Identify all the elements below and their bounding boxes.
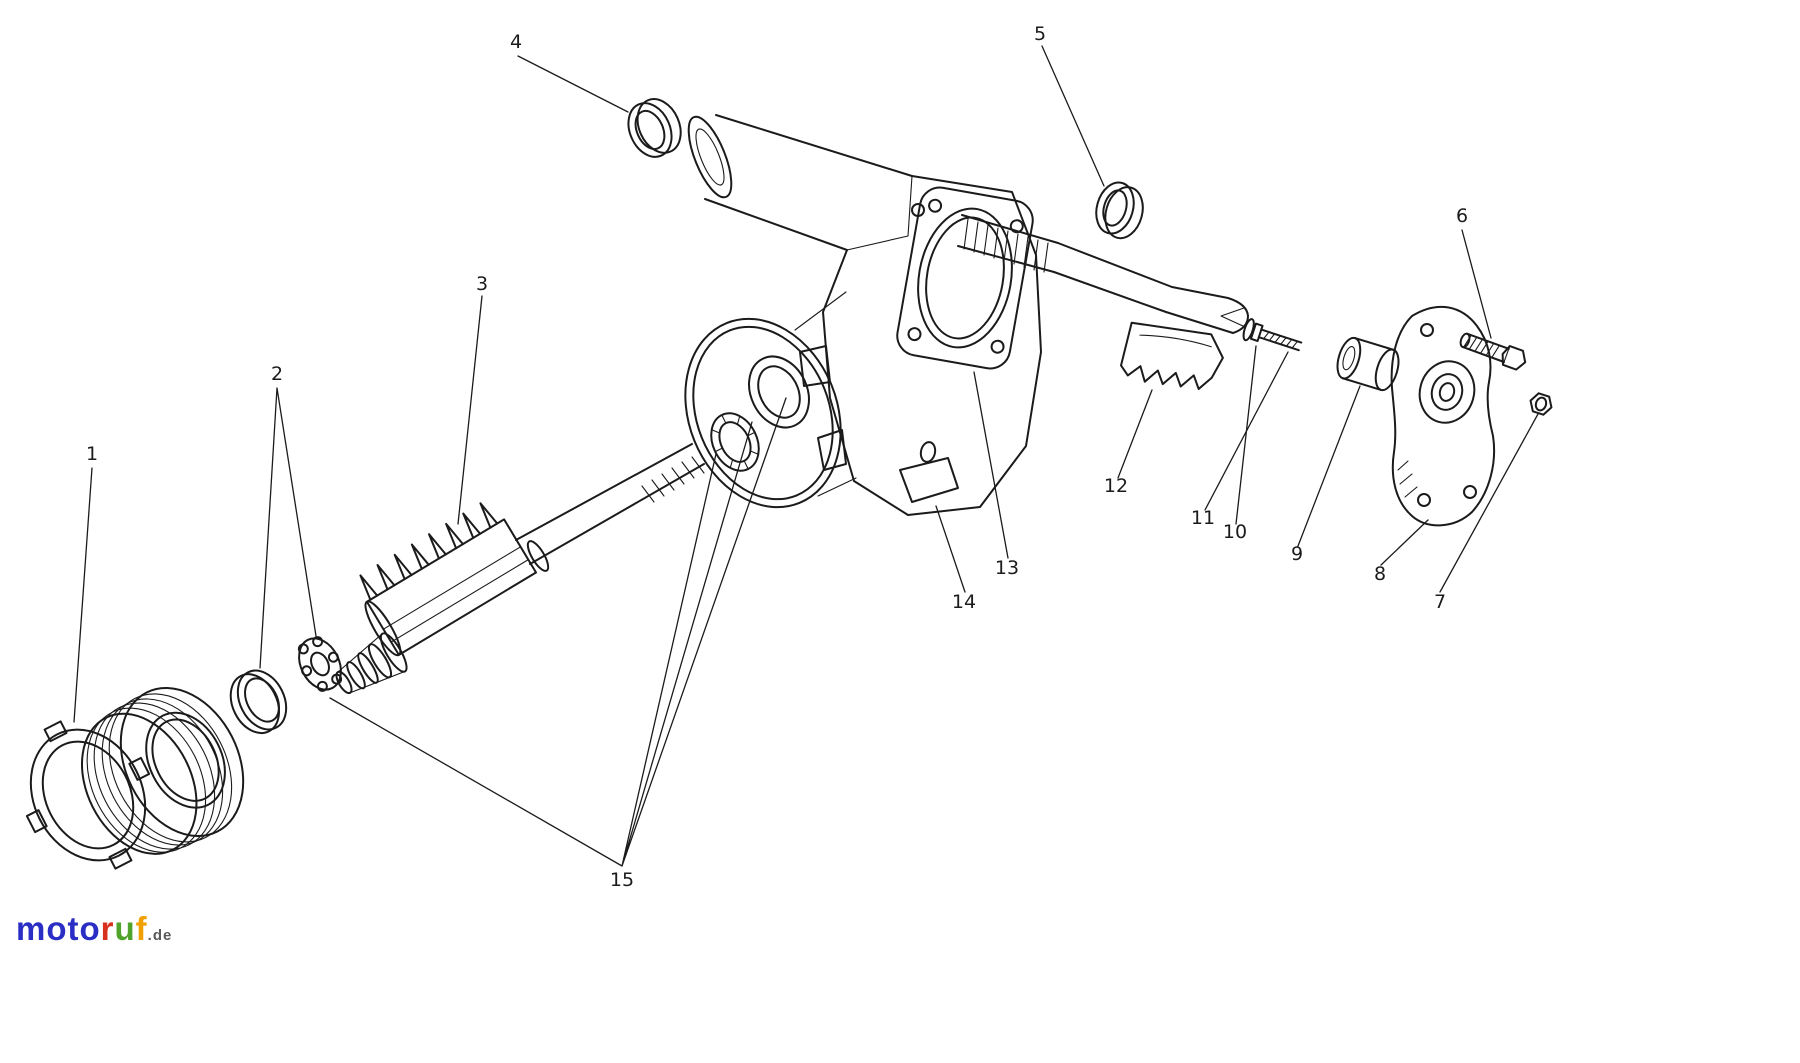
leader-line-11	[1204, 351, 1289, 511]
leader-line-1	[73, 467, 93, 723]
leader-line-3	[457, 295, 483, 525]
callout-label-12: 12	[1104, 475, 1128, 497]
leader-line-9	[1297, 385, 1361, 547]
leader-line-13	[973, 371, 1009, 559]
part-adjusting-screw	[1242, 318, 1303, 352]
callout-label-4: 4	[510, 31, 522, 53]
leader-line-4	[517, 55, 629, 113]
leader-line-2	[259, 387, 317, 669]
watermark-segment-3: u	[114, 910, 136, 947]
callout-label-15: 15	[610, 869, 634, 891]
leader-line-10	[1235, 345, 1257, 525]
part-worm-gear	[359, 502, 538, 657]
part-seal-ring	[229, 669, 288, 735]
leader-line-8	[1380, 519, 1429, 566]
leader-line-14	[935, 505, 966, 593]
watermark-suffix: .de	[147, 927, 173, 944]
watermark-segment-4: f	[135, 910, 148, 947]
part-seal-input	[627, 98, 682, 158]
callout-label-10: 10	[1223, 521, 1247, 543]
leader-line-6	[1461, 229, 1492, 339]
part-side-gasket	[896, 186, 1034, 370]
callout-label-6: 6	[1456, 205, 1468, 227]
leader-line-5	[1041, 45, 1105, 187]
watermark-segment-1: moto	[16, 910, 101, 947]
part-bolt	[1459, 332, 1527, 371]
callout-label-11: 11	[1191, 507, 1215, 529]
part-seal-upper	[1095, 181, 1144, 240]
part-sector-gear	[1120, 321, 1224, 390]
watermark-logo: motoruf.de	[16, 910, 172, 948]
callout-label-9: 9	[1291, 543, 1303, 565]
callout-label-8: 8	[1374, 563, 1386, 585]
part-nut	[1529, 392, 1553, 416]
part-bearing-inner	[710, 412, 760, 472]
part-bushing	[1336, 336, 1400, 392]
callout-label-2: 2	[271, 363, 283, 385]
callout-label-1: 1	[86, 443, 98, 465]
callout-label-5: 5	[1034, 23, 1046, 45]
leader-line-7	[1439, 413, 1539, 593]
part-bearing-cage	[297, 636, 343, 692]
part-lock-ring	[25, 720, 151, 870]
callout-labels: 1 2 3 4 5 6 7 8 9 10 11 12 13 14 15	[86, 23, 1468, 891]
part-worm-shaft	[515, 443, 705, 572]
part-sector-shaft	[957, 214, 1249, 334]
part-adjuster-plug	[81, 686, 245, 855]
leader-line-12	[1117, 389, 1153, 479]
leader-lines	[73, 45, 1539, 867]
part-side-cover	[1390, 306, 1496, 527]
part-gear-housing	[687, 114, 1042, 516]
callout-label-13: 13	[995, 557, 1019, 579]
callout-label-7: 7	[1434, 591, 1446, 613]
watermark-segment-2: r	[100, 910, 115, 947]
callout-label-3: 3	[476, 273, 488, 295]
part-housing-flange	[684, 317, 842, 509]
leader-line-15	[329, 397, 787, 867]
callout-label-14: 14	[952, 591, 976, 613]
